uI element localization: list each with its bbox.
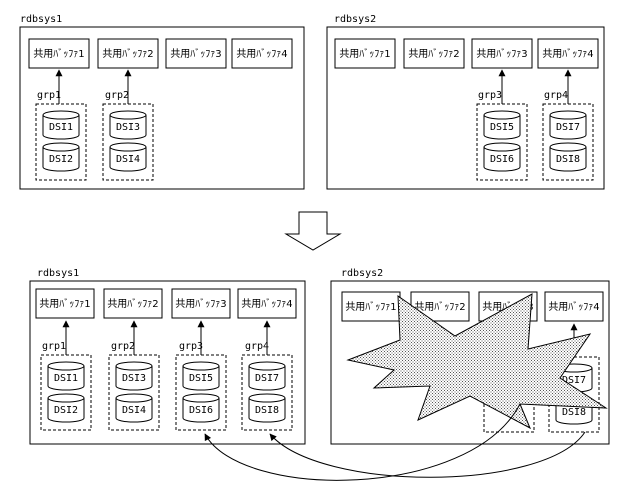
dsi-label: DSI6 <box>189 405 213 416</box>
top-rdbsys2: rdbsys2 共用ﾊﾞｯﾌｧ1 共用ﾊﾞｯﾌｧ2 共用ﾊﾞｯﾌｧ3 共用ﾊﾞｯ… <box>326 14 605 190</box>
buffer-box: 共用ﾊﾞｯﾌｧ4 <box>537 38 599 69</box>
dsi-label: DSI1 <box>54 373 78 384</box>
dsi-cylinder: DSI5 <box>182 361 220 391</box>
dsi-cylinder: DSI8 <box>248 393 286 423</box>
group-label: grp3 <box>478 90 502 101</box>
dsi-label: DSI6 <box>490 154 514 165</box>
dsi-cylinder: DSI4 <box>115 393 153 423</box>
dsi-label: DSI8 <box>255 405 279 416</box>
buffer-box: 共用ﾊﾞｯﾌｧ3 <box>471 38 533 69</box>
group-frame <box>175 354 227 431</box>
buffer-box: 共用ﾊﾞｯﾌｧ3 <box>165 38 227 69</box>
buffer-label: 共用ﾊﾞｯﾌｧ2 <box>414 301 465 313</box>
buffer-box: 共用ﾊﾞｯﾌｧ4 <box>231 38 293 69</box>
buffer-label: 共用ﾊﾞｯﾌｧ3 <box>476 48 527 60</box>
group-label: grp1 <box>42 341 66 352</box>
dsi-cylinder: DSI4 <box>109 142 147 172</box>
group-label: grp3 <box>179 341 203 352</box>
explosion-icon <box>346 293 608 430</box>
group-label: grp2 <box>105 90 129 101</box>
system-name: rdbsys2 <box>341 268 383 279</box>
group-label: grp2 <box>111 341 135 352</box>
system-name: rdbsys1 <box>37 268 79 279</box>
group-frame <box>542 103 594 181</box>
dsi-label: DSI5 <box>490 122 514 133</box>
dsi-label: DSI8 <box>556 154 580 165</box>
group-frame <box>108 354 160 431</box>
system-frame <box>29 280 306 445</box>
dsi-label: DSI7 <box>556 122 580 133</box>
dsi-label: DSI7 <box>255 373 279 384</box>
buffer-box: 共用ﾊﾞｯﾌｧ4 <box>237 288 297 319</box>
group-frame <box>35 103 87 181</box>
dsi-cylinder: DSI1 <box>42 110 80 140</box>
buffer-label: 共用ﾊﾞｯﾌｧ1 <box>33 48 84 60</box>
buffer-box: 共用ﾊﾞｯﾌｧ2 <box>410 291 470 322</box>
dsi-label: DSI7 <box>562 375 586 386</box>
buffer-label: 共用ﾊﾞｯﾌｧ2 <box>408 48 459 60</box>
dsi-label: DSI1 <box>49 122 73 133</box>
dsi-cylinder: DSI8 <box>549 142 587 172</box>
buffer-label: 共用ﾊﾞｯﾌｧ2 <box>107 298 158 310</box>
buffer-box: 共用ﾊﾞｯﾌｧ2 <box>403 38 465 69</box>
group-frame <box>102 103 154 181</box>
buffer-label: 共用ﾊﾞｯﾌｧ1 <box>39 298 90 310</box>
dsi-cylinder: DSI2 <box>47 393 85 423</box>
group-frame <box>40 354 92 431</box>
top-rdbsys1: rdbsys1 共用ﾊﾞｯﾌｧ1 共用ﾊﾞｯﾌｧ2 共用ﾊﾞｯﾌｧ3 共用ﾊﾞｯ… <box>19 14 305 190</box>
group-label: grp4 <box>245 341 269 352</box>
buffer-label: 共用ﾊﾞｯﾌｧ1 <box>345 301 396 313</box>
group-label: grp4 <box>544 90 568 101</box>
buffer-box: 共用ﾊﾞｯﾌｧ3 <box>171 288 231 319</box>
buffer-label: 共用ﾊﾞｯﾌｧ1 <box>339 48 390 60</box>
system-frame <box>330 280 610 445</box>
dsi-label: DSI4 <box>116 154 140 165</box>
bottom-rdbsys1: rdbsys1 共用ﾊﾞｯﾌｧ1 共用ﾊﾞｯﾌｧ2 共用ﾊﾞｯﾌｧ3 共用ﾊﾞｯ… <box>29 268 306 445</box>
system-frame <box>326 26 605 190</box>
buffer-label: 共用ﾊﾞｯﾌｧ4 <box>542 48 593 60</box>
buffer-label: 共用ﾊﾞｯﾌｧ3 <box>170 48 221 60</box>
dsi-cylinder: DSI3 <box>109 110 147 140</box>
buffer-box: 共用ﾊﾞｯﾌｧ1 <box>334 38 396 69</box>
dsi-cylinder: DSI7 <box>549 110 587 140</box>
dsi-cylinders: DSI1DSI2DSI3DSI4DSI5DSI6DSI7DSI8DSI1DSI2… <box>42 110 593 425</box>
dsi-cylinder: DSI6 <box>182 393 220 423</box>
dsi-label: DSI5 <box>189 373 213 384</box>
buffer-label: 共用ﾊﾞｯﾌｧ4 <box>236 48 287 60</box>
buffer-box: 共用ﾊﾞｯﾌｧ1 <box>28 38 90 69</box>
buffer-label: 共用ﾊﾞｯﾌｧ3 <box>175 298 226 310</box>
dsi-label: DSI3 <box>122 373 146 384</box>
system-name: rdbsys1 <box>20 14 62 25</box>
group-label: grp1 <box>37 90 61 101</box>
buffer-box: 共用ﾊﾞｯﾌｧ4 <box>544 291 604 322</box>
system-name: rdbsys2 <box>334 14 376 25</box>
group-frame <box>241 354 293 431</box>
buffer-box: 共用ﾊﾞｯﾌｧ2 <box>97 38 159 69</box>
buffer-label: 共用ﾊﾞｯﾌｧ2 <box>102 48 153 60</box>
dsi-cylinder: DSI7 <box>248 361 286 391</box>
dsi-label: DSI2 <box>54 405 78 416</box>
system-frame <box>19 26 305 190</box>
buffer-label: 共用ﾊﾞｯﾌｧ4 <box>241 298 292 310</box>
failover-arrow <box>204 403 521 481</box>
dsi-label: DSI2 <box>49 154 73 165</box>
failover-arrow <box>269 431 586 478</box>
dsi-cylinder: DSI1 <box>47 361 85 391</box>
group-frame <box>476 103 528 181</box>
dsi-cylinder: DSI6 <box>483 142 521 172</box>
dsi-label: DSI3 <box>116 122 140 133</box>
buffer-label: 共用ﾊﾞｯﾌｧ4 <box>548 301 599 313</box>
dsi-cylinder: DSI5 <box>483 110 521 140</box>
down-arrow-icon <box>284 211 342 251</box>
dsi-cylinder: DSI3 <box>115 361 153 391</box>
dsi-cylinder: DSI2 <box>42 142 80 172</box>
dsi-label: DSI4 <box>122 405 146 416</box>
buffer-box: 共用ﾊﾞｯﾌｧ1 <box>341 291 401 322</box>
buffer-box: 共用ﾊﾞｯﾌｧ1 <box>35 288 95 319</box>
buffer-box: 共用ﾊﾞｯﾌｧ2 <box>103 288 163 319</box>
dsi-label: DSI8 <box>562 407 586 418</box>
